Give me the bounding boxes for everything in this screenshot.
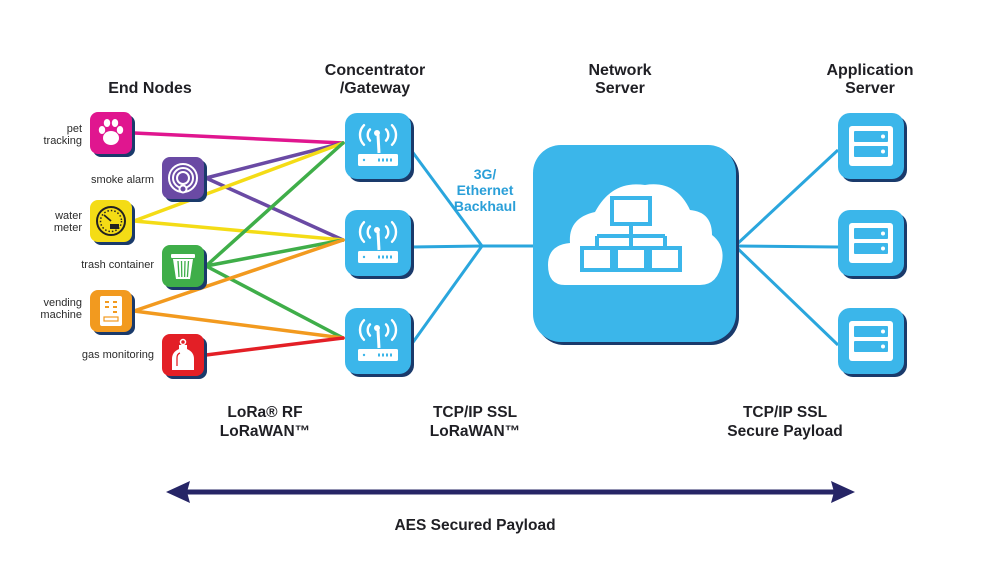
backhaul-label: 3G/ Ethernet Backhaul — [453, 166, 517, 214]
protocol-label-rf: LoRa® RF LoRaWAN™ — [219, 404, 311, 440]
gateway-tile — [345, 308, 414, 377]
node-label-gas-monitoring: gas monitoring — [81, 349, 154, 361]
server-icon — [849, 126, 893, 166]
smoke-detector-icon — [168, 163, 198, 194]
aes-payload-arrow — [166, 481, 855, 503]
rf-link — [204, 141, 345, 180]
node-label-trash-container: trash container — [81, 259, 154, 271]
gateway-tile — [345, 210, 414, 279]
meter-gauge-icon — [96, 206, 126, 236]
end-node-tile — [90, 112, 135, 157]
rf-link — [132, 219, 345, 242]
arrow-head-left — [166, 481, 190, 503]
wireless-router-icon — [358, 124, 398, 166]
backhaul-link — [410, 244, 483, 249]
application-server-tiles — [838, 113, 907, 377]
server-icon — [849, 223, 893, 263]
end-node-tile — [90, 290, 135, 335]
gateway-tiles — [345, 113, 414, 377]
node-label-water-meter: water meter — [53, 210, 82, 234]
end-node-tile — [162, 334, 207, 379]
header-application-server: Application Server — [826, 62, 914, 97]
rf-link — [132, 309, 345, 340]
gas-cylinder-icon — [172, 338, 194, 370]
security-label: AES Secured Payload — [394, 517, 556, 534]
rf-link — [132, 141, 345, 223]
app-link — [733, 148, 840, 248]
rf-link — [204, 264, 345, 340]
rf-link — [132, 131, 345, 145]
header-gateway: Concentrator /Gateway — [324, 62, 426, 97]
end-node-tile — [90, 200, 135, 245]
node-label-vending-machine: vending machine — [40, 297, 82, 321]
application-server-tile — [838, 210, 907, 279]
arrow-head-right — [831, 481, 855, 503]
app-link — [733, 244, 840, 347]
node-label-pet-tracking: pet tracking — [43, 123, 82, 147]
application-server-tile — [838, 113, 907, 182]
server-icon — [849, 321, 893, 361]
gateway-tile — [345, 113, 414, 182]
network-server-tile — [533, 145, 739, 345]
backhaul-link — [409, 149, 484, 247]
end-node-tiles — [90, 112, 207, 379]
rf-link — [204, 141, 345, 268]
rf-link — [204, 176, 345, 242]
rf-links — [132, 131, 345, 357]
end-node-tile — [162, 157, 207, 202]
app-link — [734, 244, 839, 249]
network-server-tile — [533, 145, 739, 345]
header-network-server: Network Server — [588, 62, 652, 97]
rf-link — [204, 336, 345, 357]
application-server-tile — [838, 308, 907, 377]
backhaul-links — [409, 148, 840, 347]
paw-icon — [98, 119, 124, 145]
wireless-router-icon — [358, 221, 398, 263]
protocol-label-backhaul: TCP/IP SSL LoRaWAN™ — [429, 404, 521, 440]
rf-link — [132, 238, 345, 313]
rf-link — [204, 238, 345, 268]
vending-machine-icon — [100, 296, 122, 326]
wireless-router-icon — [358, 319, 398, 361]
header-end-nodes: End Nodes — [108, 80, 192, 97]
backhaul-link — [409, 245, 484, 346]
cloud-network-icon — [548, 184, 723, 285]
end-node-tile — [162, 245, 207, 290]
node-label-smoke-alarm: smoke alarm — [91, 174, 154, 186]
protocol-label-app: TCP/IP SSL Secure Payload — [727, 404, 843, 440]
trash-can-icon — [171, 254, 195, 279]
